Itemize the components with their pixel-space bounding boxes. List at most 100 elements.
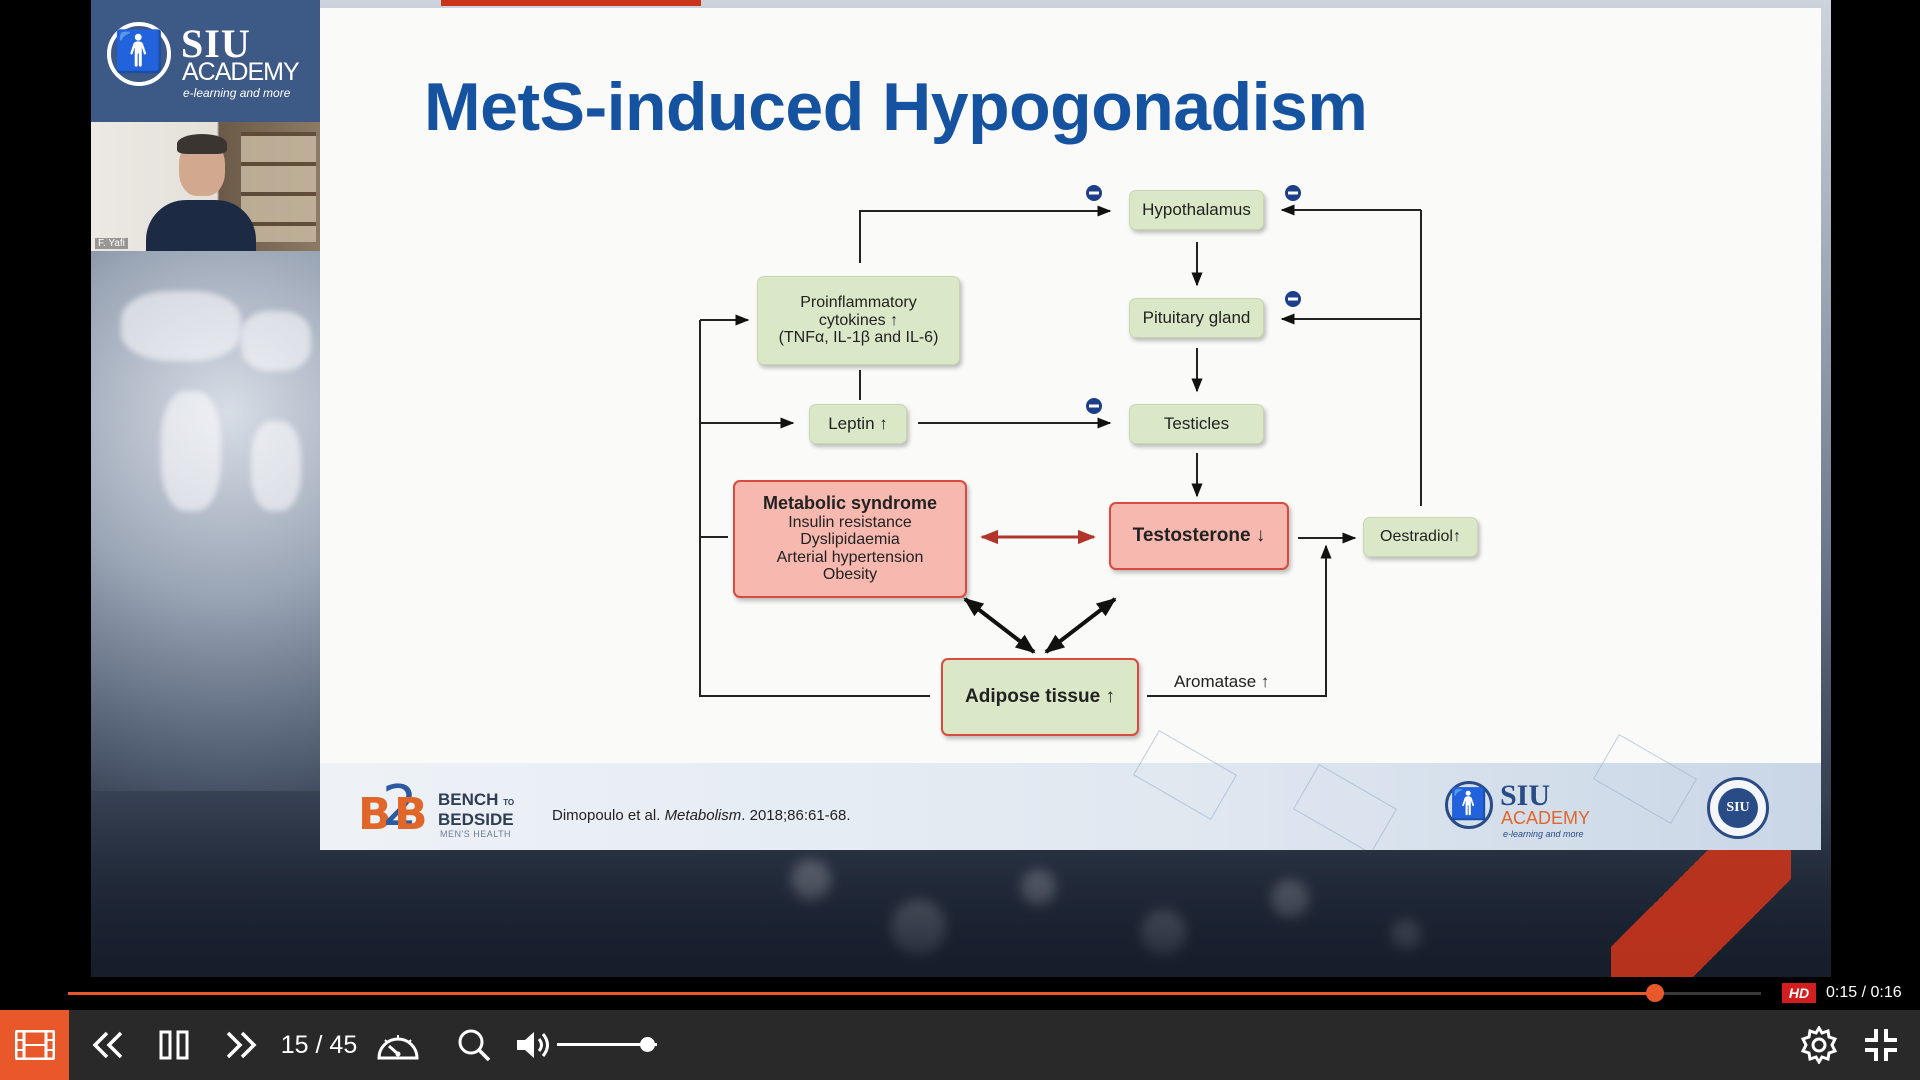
vitruvian-man-icon: 🚹 (1445, 781, 1493, 829)
continent (251, 421, 301, 511)
b2b-wordmark: BENCH TO BEDSIDE (438, 791, 514, 828)
node-adipose-tissue: Adipose tissue ↑ (941, 658, 1139, 736)
speaker-hair (177, 134, 227, 154)
gear-icon (1800, 1026, 1838, 1064)
progress-fill (68, 992, 1656, 995)
arrow-cytokines-to-hypothalamus (859, 205, 1112, 263)
speaker-volume-icon (517, 1032, 549, 1058)
presentation-slide: MetS-induced Hypogonadism (320, 8, 1821, 850)
arrow-aromatase-to-oestradiol (1147, 544, 1332, 697)
node-pituitary: Pituitary gland (1129, 298, 1264, 338)
b2b-subtitle: MEN'S HEALTH (440, 829, 512, 839)
continent (161, 391, 221, 511)
playback-speed-button[interactable] (373, 1010, 423, 1080)
node-metabolic-syndrome: Metabolic syndrome Insulin resistance Dy… (733, 480, 967, 598)
hexagon-decoration (1293, 763, 1397, 850)
node-oestradiol: Oestradiol↑ (1363, 517, 1478, 557)
globe-background (91, 251, 320, 791)
film-strip-icon (14, 1030, 55, 1060)
arrow-testosterone-adipose (1044, 597, 1117, 654)
logo-tagline: e-learning and more (183, 86, 291, 100)
b2b-two: 2 (382, 774, 418, 839)
pathway-diagram (699, 185, 1422, 697)
node-cytokines-line2: cytokines ↑ (818, 311, 899, 329)
slide-footer: B 2 B BENCH TO BEDSIDE MEN'S HEALTH Dimo… (320, 729, 1821, 850)
progress-bar[interactable] (68, 984, 1761, 1002)
pause-icon (159, 1030, 189, 1060)
node-mets-title: Metabolic syndrome (762, 492, 938, 513)
inhibit-icon (1086, 398, 1102, 414)
b2b-letter: B (358, 789, 392, 840)
volume-slider[interactable] (557, 1043, 657, 1046)
inhibit-icon (1285, 185, 1301, 201)
red-stripe-top (441, 0, 701, 6)
slide-title: MetS-induced Hypogonadism (424, 69, 1368, 145)
search-icon (458, 1029, 491, 1062)
b2b-to: TO (503, 798, 515, 807)
node-leptin: Leptin ↑ (809, 404, 907, 444)
siu-footer-tagline: e-learning and more (1503, 829, 1584, 839)
inhibit-icon (1285, 291, 1301, 307)
double-chevron-left-icon (92, 1031, 123, 1059)
node-mets-item: Insulin resistance (788, 513, 912, 531)
speaker-body (146, 200, 256, 251)
bookshelf (241, 132, 316, 242)
node-mets-item: Arterial hypertension (776, 548, 924, 566)
node-testosterone: Testosterone ↓ (1109, 502, 1289, 570)
logo-sub: ACADEMY (182, 58, 300, 86)
b2b-line1: BENCH (438, 790, 499, 809)
control-bar: 15 / 45 (0, 1010, 1920, 1080)
volume-slider-handle[interactable] (640, 1037, 655, 1052)
node-cytokines-line3: (TNFα, IL-1β and IL-6) (778, 329, 939, 347)
exit-fullscreen-button[interactable] (1858, 1010, 1904, 1080)
node-testosterone-label: Testosterone ↓ (1132, 524, 1266, 546)
node-oestradiol-label: Oestradiol↑ (1380, 528, 1461, 546)
seal-center: SIU (1718, 788, 1758, 828)
settings-button[interactable] (1796, 1010, 1842, 1080)
citation-journal: Metabolism (664, 807, 742, 824)
slide-counter: 15 / 45 (280, 1030, 358, 1059)
siu-academy-footer-logo: 🚹 SIU ACADEMY e-learning and more (1445, 777, 1595, 839)
node-adipose-label: Adipose tissue ↑ (965, 685, 1115, 707)
arrow-mets-adipose (963, 597, 1036, 654)
logo-name: SIU (181, 21, 251, 66)
progress-area: HD 0:15 / 0:16 (0, 977, 1920, 1010)
hd-badge[interactable]: HD (1782, 983, 1816, 1003)
double-chevron-right-icon (226, 1031, 257, 1059)
next-slide-button[interactable] (219, 1010, 263, 1080)
citation-post: . 2018;86:61-68. (741, 807, 851, 824)
node-cytokines-line1: Proinflammatory (800, 294, 917, 312)
inhibit-icon (1086, 185, 1102, 201)
continent (121, 291, 241, 361)
node-mets-item: Obesity (822, 566, 878, 584)
citation: Dimopoulo et al. Metabolism. 2018;86:61-… (552, 807, 851, 824)
vitruvian-man-icon: 🚹 (107, 22, 171, 86)
time-display: 0:15 / 0:16 (1826, 984, 1902, 1001)
continent (241, 311, 311, 371)
inhibition-markers (1086, 185, 1301, 414)
speedometer-icon (377, 1035, 419, 1060)
line-adipose-left-loop (699, 320, 930, 697)
volume-button[interactable] (514, 1010, 554, 1080)
siu-footer-sub: ACADEMY (1501, 808, 1591, 828)
node-hypothalamus: Hypothalamus (1129, 190, 1264, 230)
search-button[interactable] (452, 1010, 496, 1080)
node-mets-item: Dyslipidaemia (800, 531, 900, 549)
slides-toggle-button[interactable] (0, 1010, 69, 1080)
b2b-line2: BEDSIDE (438, 810, 514, 829)
siu-seal-logo: SIU (1707, 777, 1769, 839)
siu-academy-logo: 🚹 SIU ACADEMY e-learning and more (91, 0, 320, 122)
node-testicles: Testicles (1129, 404, 1264, 444)
bench-to-bedside-logo: B 2 B (358, 779, 430, 839)
aromatase-label: Aromatase ↑ (1174, 672, 1270, 691)
previous-slide-button[interactable] (86, 1010, 130, 1080)
pause-button[interactable] (152, 1010, 196, 1080)
node-hypothalamus-label: Hypothalamus (1142, 199, 1251, 219)
node-testicles-label: Testicles (1163, 413, 1230, 433)
node-cytokines: Proinflammatory cytokines ↑ (TNFα, IL-1β… (757, 276, 960, 365)
exit-fullscreen-icon (1865, 1029, 1897, 1061)
b2b-letter: B (394, 789, 428, 840)
citation-pre: Dimopoulo et al. (552, 807, 665, 824)
speaker-name: F. Yafi (95, 238, 128, 249)
progress-handle[interactable] (1646, 984, 1665, 1002)
